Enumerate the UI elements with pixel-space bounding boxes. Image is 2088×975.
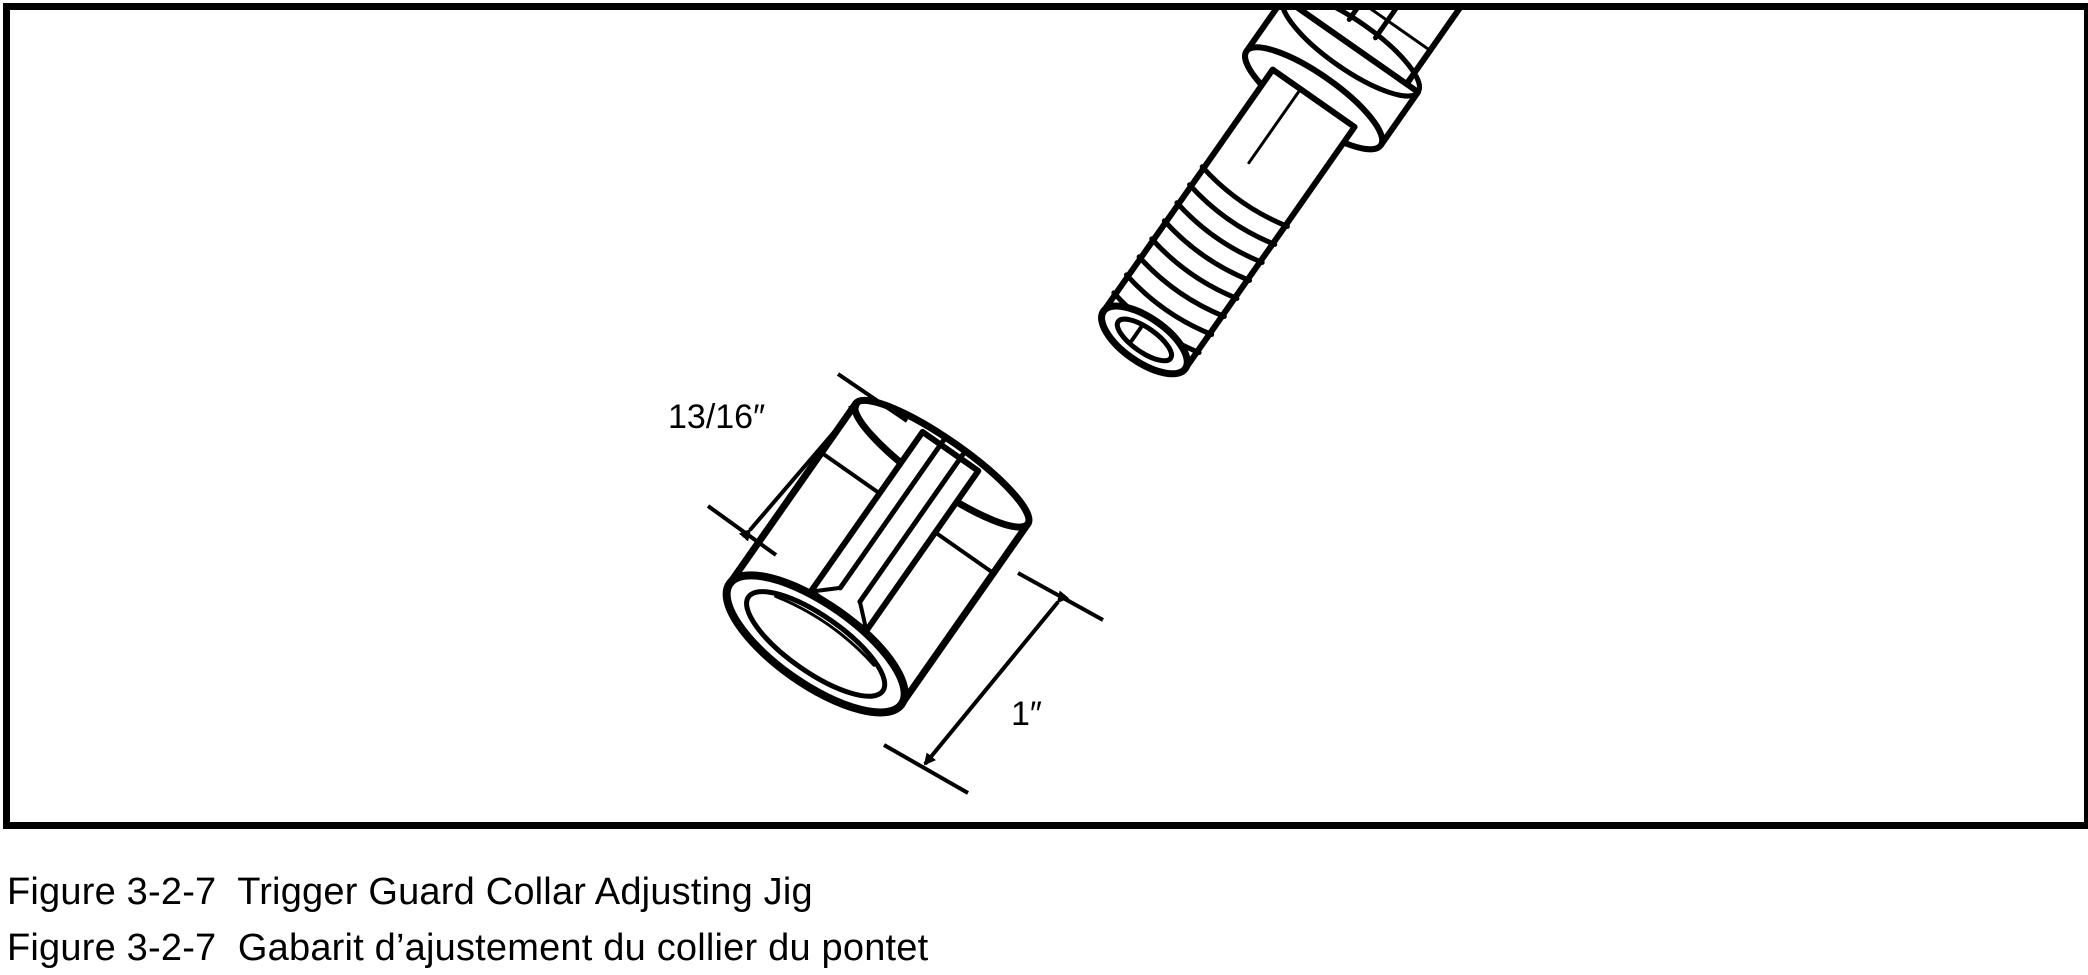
threaded-adjusting-tool [1098, 10, 1473, 378]
figure-caption-english: Figure 3-2-7 Trigger Guard Collar Adjust… [7, 871, 813, 913]
extension-line [883, 743, 969, 795]
extension-line [1017, 571, 1104, 622]
figure-caption-french: Figure 3-2-7 Gabarit d’ajustement du col… [7, 927, 929, 969]
dimension-label-1-inch: 1″ [1011, 695, 1042, 733]
jig-illustration: 13/16″ 1″ [668, 10, 1473, 795]
dimension-label-13-16: 13/16″ [668, 398, 765, 436]
dimension-1-inch [883, 571, 1104, 795]
dimension-13-16 [706, 372, 909, 557]
dimension-arrow [738, 401, 861, 542]
dimension-arrow [923, 590, 1069, 766]
extension-line [836, 372, 909, 423]
figure-frame: 13/16″ 1″ [3, 3, 2088, 829]
